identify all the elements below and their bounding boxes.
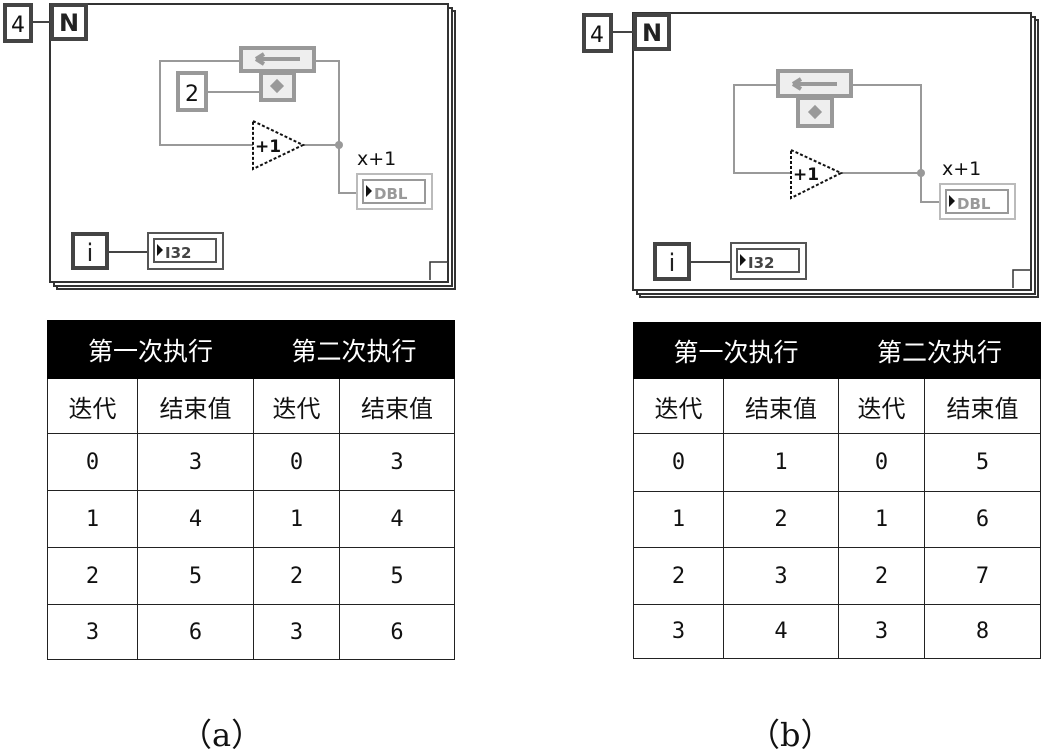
column-header: 结束值	[136, 378, 255, 434]
cell: 7	[924, 547, 1042, 605]
init-constant	[176, 71, 208, 112]
increment-node	[252, 119, 306, 171]
arrow-left-icon	[254, 52, 300, 66]
cell: 0	[253, 433, 341, 491]
svg-text:4: 4	[590, 23, 604, 48]
caption-a: （a）	[180, 716, 264, 754]
page-corner-icon	[1012, 269, 1031, 288]
svg-text:i: i	[669, 249, 676, 277]
svg-text:I32: I32	[748, 254, 774, 272]
cell: 2	[722, 491, 840, 548]
group-header: 第二次执行	[838, 322, 1042, 379]
block-diagrams: 4 N 2 +1 x+1 DBL i I32 4	[3, 3, 1039, 298]
cell: 8	[924, 604, 1042, 659]
count-terminal	[633, 13, 671, 51]
cell: 6	[924, 491, 1042, 548]
column-header: 迭代	[253, 378, 341, 434]
column-header: 迭代	[47, 378, 138, 434]
loop-frame	[632, 12, 1032, 291]
loop-count-constant	[3, 3, 33, 43]
cell: 1	[253, 490, 341, 548]
svg-text:+1: +1	[793, 165, 819, 185]
cell: 1	[633, 491, 724, 548]
increment-node	[790, 148, 844, 200]
arrow-left-icon	[791, 77, 837, 91]
cell: 2	[633, 547, 724, 605]
cell: 0	[838, 433, 926, 492]
svg-text:DBL: DBL	[957, 195, 991, 213]
count-terminal	[50, 3, 88, 41]
table-group-header: 第一次执行 第二次执行	[46, 320, 456, 379]
svg-text:N: N	[642, 19, 662, 47]
cell: 5	[136, 547, 255, 605]
column-header: 迭代	[633, 378, 724, 434]
table-column-header: 迭代 结束值 迭代 结束值	[47, 378, 456, 434]
column-header: 结束值	[722, 378, 840, 434]
svg-text:DBL: DBL	[374, 185, 408, 203]
cell: 6	[136, 604, 255, 660]
wire-junction	[917, 169, 925, 177]
cell: 2	[47, 547, 138, 605]
page-corner-icon	[429, 261, 448, 280]
cell: 4	[136, 490, 255, 548]
cell: 0	[633, 433, 724, 492]
svg-text:i: i	[87, 239, 94, 267]
svg-text:x+1: x+1	[942, 158, 981, 180]
cell: 1	[838, 491, 926, 548]
cell: 2	[253, 547, 341, 605]
column-header: 结束值	[924, 378, 1042, 434]
column-header: 结束值	[339, 378, 456, 434]
for-loop-a: 4 N 2 +1 x+1 DBL i I32	[3, 3, 456, 290]
svg-text:+1: +1	[255, 137, 281, 157]
column-header: 迭代	[838, 378, 926, 434]
group-header: 第一次执行	[632, 322, 840, 379]
cell: 3	[253, 604, 341, 660]
cell: 2	[838, 547, 926, 605]
cell: 3	[136, 433, 255, 491]
cell: 3	[633, 604, 724, 659]
cell: 6	[339, 604, 456, 660]
cell: 1	[47, 490, 138, 548]
for-loop-b: 4 N +1 x+1 DBL i I32	[582, 12, 1039, 298]
cell: 4	[722, 604, 840, 659]
group-header: 第一次执行	[46, 320, 255, 379]
loop-frame	[49, 3, 449, 283]
cell: 3	[722, 547, 840, 605]
table-column-header: 迭代 结束值 迭代 结束值	[633, 378, 1042, 434]
cell: 1	[722, 433, 840, 492]
cell: 5	[924, 433, 1042, 492]
svg-text:I32: I32	[165, 244, 191, 262]
cell: 5	[339, 547, 456, 605]
svg-text:x+1: x+1	[357, 148, 396, 170]
svg-text:N: N	[59, 9, 79, 37]
cell: 3	[47, 604, 138, 660]
svg-text:2: 2	[185, 82, 199, 107]
wire-junction	[335, 141, 343, 149]
cell: 3	[838, 604, 926, 659]
cell: 4	[339, 490, 456, 548]
caption-b: （b）	[748, 716, 833, 754]
group-header: 第二次执行	[253, 320, 456, 379]
svg-text:4: 4	[11, 13, 25, 38]
cell: 0	[47, 433, 138, 491]
cell: 3	[339, 433, 456, 491]
table-group-header: 第一次执行 第二次执行	[632, 322, 1042, 379]
